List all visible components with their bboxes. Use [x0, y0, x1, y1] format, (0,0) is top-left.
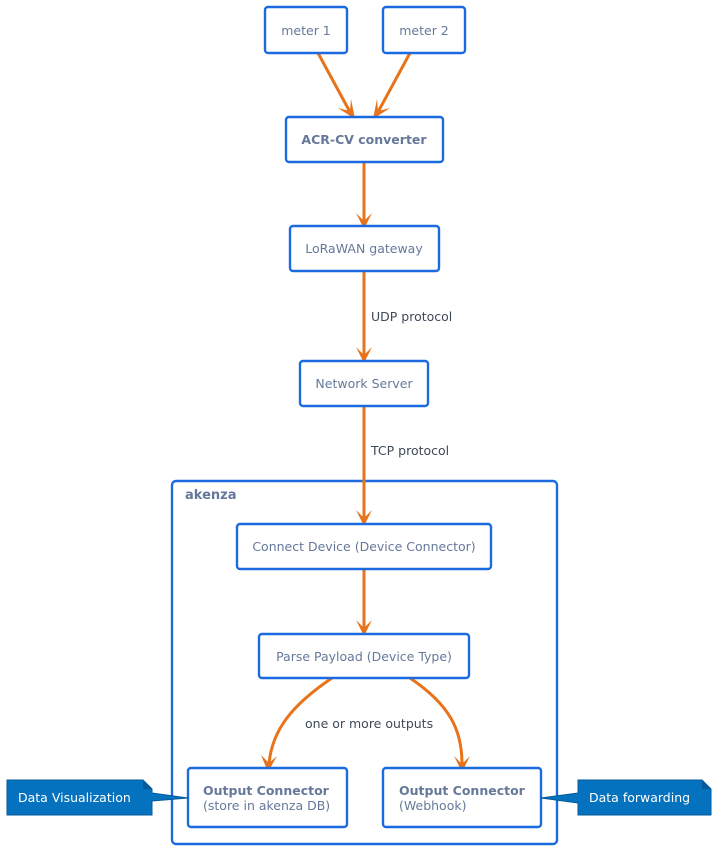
meter-2-node: meter 2	[381, 5, 467, 55]
lorawan-gateway-node: LoRaWAN gateway	[288, 224, 441, 273]
svg-text:Parse Payload (Device Type): Parse Payload (Device Type)	[276, 649, 452, 664]
output-connector-webhook-title: Output Connector	[399, 783, 526, 798]
udp-protocol-label: UDP protocol	[371, 309, 452, 324]
output-connector-webhook-node: Output Connector (Webhook)	[381, 766, 543, 829]
svg-text:meter 2: meter 2	[399, 23, 449, 38]
note-data-visualization-text: Data Visualization	[18, 790, 131, 805]
svg-text:meter 1: meter 1	[281, 23, 331, 38]
output-connector-db-title: Output Connector	[203, 783, 330, 798]
connect-device-node: Connect Device (Device Connector)	[235, 522, 493, 571]
output-connector-webhook-subtitle: (Webhook)	[399, 798, 466, 813]
svg-text:Connect Device (Device Connect: Connect Device (Device Connector)	[252, 539, 475, 554]
one-or-more-outputs-label: one or more outputs	[305, 716, 433, 731]
output-connector-db-subtitle: (store in akenza DB)	[203, 798, 330, 813]
edge-converter-gateway	[356, 162, 372, 229]
edge-network-server-connect-device: TCP protocol	[356, 406, 449, 526]
edge-meter2-converter	[373, 52, 412, 119]
note-data-forwarding-text: Data forwarding	[589, 790, 690, 805]
parse-payload-node: Parse Payload (Device Type)	[257, 632, 471, 680]
acr-cv-converter-node: ACR-CV converter	[284, 115, 445, 164]
edge-meter1-converter	[316, 52, 355, 119]
edge-parse-payload-output-db	[261, 676, 333, 772]
meter-1-node: meter 1	[263, 5, 349, 55]
edge-gateway-network-server: UDP protocol	[356, 271, 452, 363]
svg-text:LoRaWAN gateway: LoRaWAN gateway	[305, 241, 423, 256]
edge-parse-payload-output-webhook	[409, 676, 470, 772]
svg-text:Network Server: Network Server	[315, 376, 413, 391]
network-server-node: Network Server	[298, 359, 430, 408]
akenza-group-label: akenza	[185, 488, 236, 503]
svg-text:ACR-CV converter: ACR-CV converter	[301, 132, 427, 147]
note-data-visualization: Data Visualization	[6, 779, 189, 816]
output-connector-db-node: Output Connector (store in akenza DB)	[186, 766, 349, 829]
note-data-forwarding: Data forwarding	[540, 779, 712, 816]
edge-connect-device-parse-payload	[356, 569, 372, 636]
tcp-protocol-label: TCP protocol	[370, 443, 449, 458]
